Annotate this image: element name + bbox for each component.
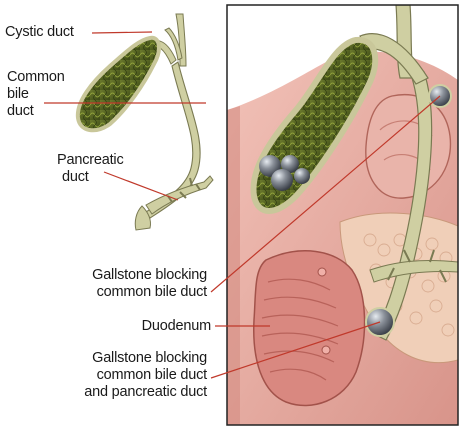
label-gallstone-both-line-2: common bile duct: [84, 367, 207, 384]
gallbladder-small: [78, 38, 159, 130]
label-pancreatic-duct-line-1: Pancreatic: [57, 152, 124, 169]
small-gallbladder-diagram: [78, 14, 213, 230]
label-gallstone-common-line-2: common bile duct: [92, 284, 207, 301]
label-common-bile-duct-line-1: Common: [7, 69, 65, 86]
label-common-bile-duct: Common bile duct: [7, 69, 65, 120]
label-common-bile-duct-line-3: duct: [7, 103, 65, 120]
duodenum-organ: [254, 251, 365, 406]
pancreatic-duct-small: [146, 176, 213, 214]
label-gallstone-both-line-3: and pancreatic duct: [84, 384, 207, 401]
leader-cystic-duct: [92, 32, 152, 33]
label-cystic-duct: Cystic duct: [5, 24, 74, 41]
label-gallstone-both-line-1: Gallstone blocking: [84, 350, 207, 367]
label-gallstone-common-line-1: Gallstone blocking: [92, 267, 207, 284]
duodenum-stub-small: [135, 206, 150, 230]
label-duodenum: Duodenum: [142, 318, 211, 335]
label-pancreatic-duct: Pancreatic duct: [57, 152, 124, 186]
label-common-bile-duct-line-2: bile: [7, 86, 65, 103]
label-gallstone-common-bile-duct: Gallstone blocking common bile duct: [92, 267, 207, 301]
label-gallstone-both-ducts: Gallstone blocking common bile duct and …: [84, 350, 207, 401]
large-anatomy-diagram: [227, 5, 458, 425]
label-pancreatic-duct-line-2: duct: [57, 169, 124, 186]
